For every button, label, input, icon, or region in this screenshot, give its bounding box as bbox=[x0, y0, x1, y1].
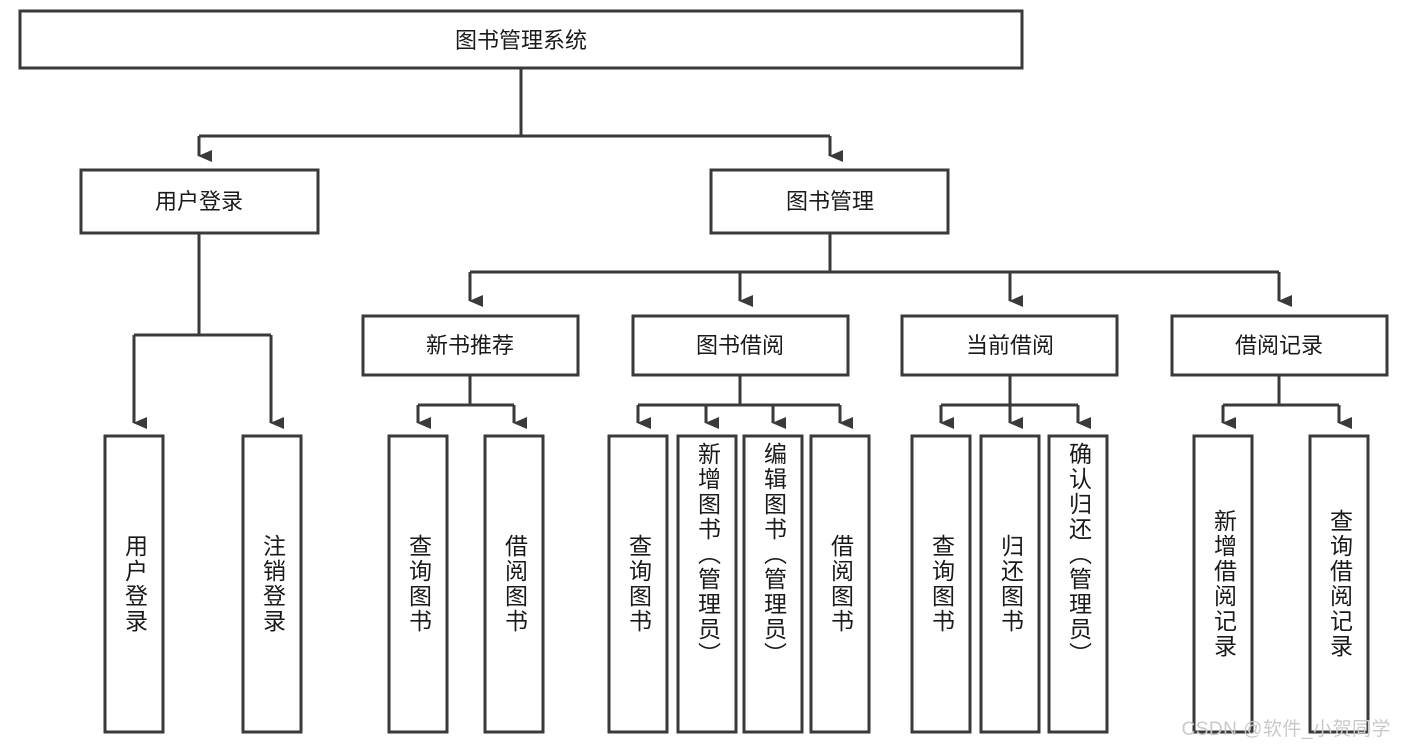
connector-group-book-borrow bbox=[636, 375, 853, 429]
connector-group-user-login bbox=[132, 233, 284, 429]
leaf-box-cb-return-book[interactable] bbox=[979, 434, 1041, 734]
node-book-borrow-label: 图书借阅 bbox=[696, 333, 784, 358]
connector-group-book-management bbox=[468, 233, 1292, 307]
node-book-management[interactable]: 图书管理 bbox=[709, 168, 950, 235]
node-current-borrow[interactable]: 当前借阅 bbox=[900, 314, 1119, 377]
node-root-label: 图书管理系统 bbox=[455, 28, 587, 53]
leaf-box-nbr-query-book[interactable] bbox=[387, 434, 449, 734]
leaf-box-bb-add-book[interactable] bbox=[676, 434, 738, 734]
node-new-book-recommend-label: 新书推荐 bbox=[426, 333, 514, 358]
node-root-system[interactable]: 图书管理系统 bbox=[18, 9, 1024, 70]
leaf-box-br-query-record[interactable] bbox=[1308, 434, 1370, 734]
leaf-box-user-login[interactable] bbox=[103, 434, 165, 734]
node-user-login-label: 用户登录 bbox=[155, 189, 243, 214]
node-book-borrow[interactable]: 图书借阅 bbox=[631, 314, 850, 377]
leaf-box-logout-login[interactable] bbox=[241, 434, 303, 734]
node-borrow-record[interactable]: 借阅记录 bbox=[1170, 314, 1389, 377]
node-current-borrow-label: 当前借阅 bbox=[966, 333, 1054, 358]
connector-group-borrow-record bbox=[1221, 375, 1352, 429]
leaf-box-group bbox=[103, 434, 1370, 734]
leaf-box-cb-query-book[interactable] bbox=[910, 434, 972, 734]
connector-group-root bbox=[197, 68, 843, 162]
node-new-book-recommend[interactable]: 新书推荐 bbox=[361, 314, 580, 377]
watermark-text: CSDN @软件_小贺同学 bbox=[1181, 719, 1391, 740]
leaf-box-bb-edit-book[interactable] bbox=[742, 434, 804, 734]
connector-group-new-book bbox=[416, 375, 527, 429]
node-book-management-label: 图书管理 bbox=[786, 189, 874, 214]
node-borrow-record-label: 借阅记录 bbox=[1235, 333, 1323, 358]
leaf-box-cb-confirm-return[interactable] bbox=[1047, 434, 1109, 734]
leaf-box-bb-borrow-book[interactable] bbox=[809, 434, 871, 734]
connector-group-current-borrow bbox=[939, 375, 1091, 429]
leaf-box-br-add-record[interactable] bbox=[1192, 434, 1254, 734]
leaf-box-bb-query-book[interactable] bbox=[607, 434, 669, 734]
leaf-box-nbr-borrow-book[interactable] bbox=[483, 434, 545, 734]
node-user-login[interactable]: 用户登录 bbox=[79, 168, 320, 235]
